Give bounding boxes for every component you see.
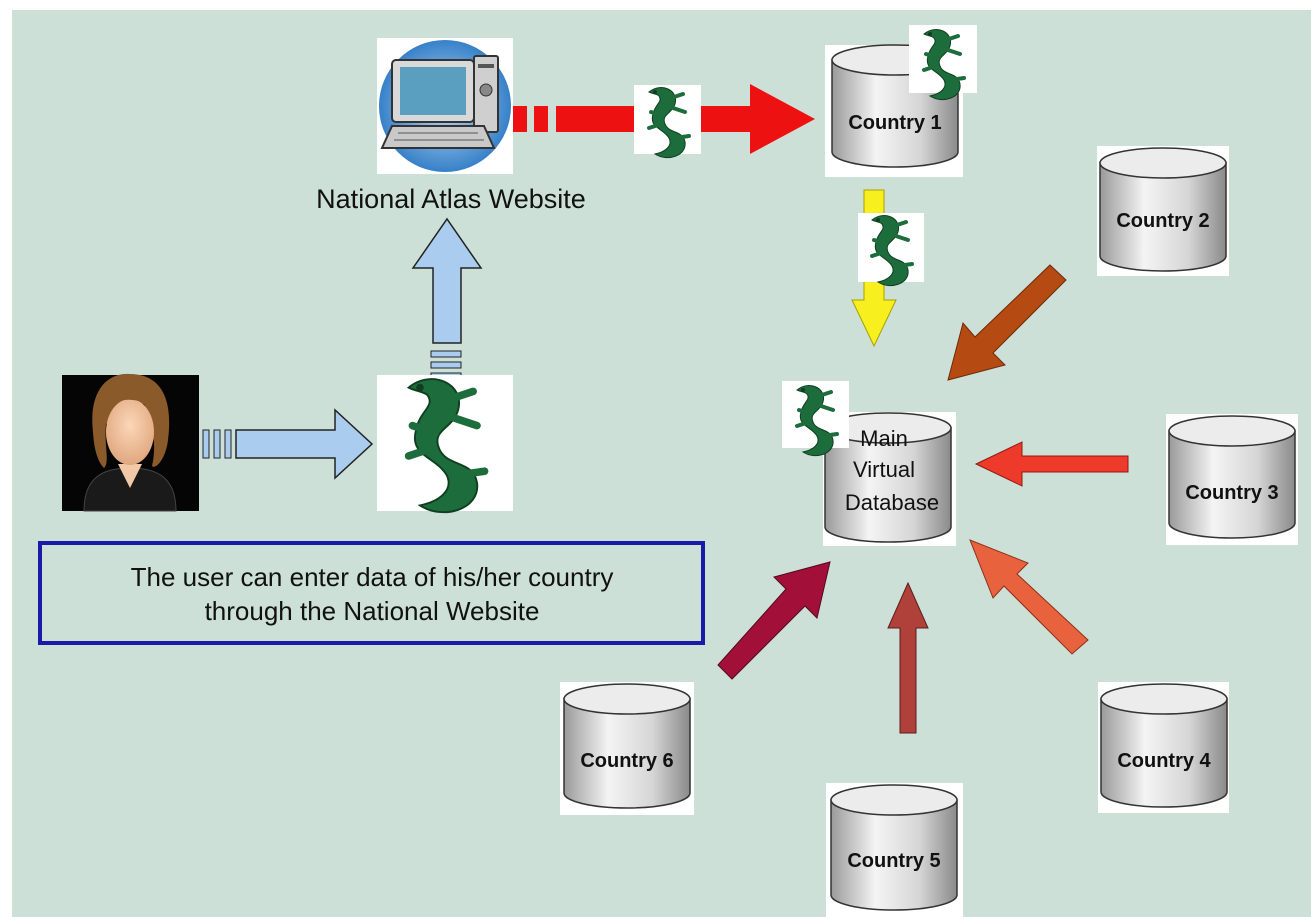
- country-4-database: Country 4: [1098, 682, 1229, 813]
- country-6-database: Country 6: [560, 682, 694, 815]
- sync-lizard-icon: [858, 213, 924, 288]
- country-2-database: Country 2: [1097, 146, 1229, 276]
- computer-icon: [377, 38, 513, 174]
- user-avatar-icon: [62, 373, 199, 512]
- main-db-line-1: Main: [860, 426, 908, 451]
- arrow-country6-to-main: [717, 561, 831, 680]
- arrow-country5-to-main: [887, 581, 929, 734]
- caption-box: The user can enter data of his/her count…: [38, 541, 705, 645]
- country-1-lizard-icon: [909, 25, 977, 102]
- country-3-database: Country 3: [1166, 414, 1298, 545]
- country-6-label: Country 6: [580, 750, 673, 772]
- website-label: National Atlas Website: [316, 184, 586, 214]
- main-db-line-2: Virtual: [853, 457, 915, 482]
- caption-line-1: The user can enter data of his/her count…: [131, 562, 614, 592]
- country-4-label: Country 4: [1117, 750, 1211, 772]
- transfer-lizard-icon: [634, 85, 701, 160]
- arrow-country4-to-main: [969, 539, 1089, 655]
- country-5-label: Country 5: [847, 850, 940, 872]
- country-1-label: Country 1: [848, 112, 941, 134]
- lizard-icon: [377, 375, 513, 512]
- arrow-user-to-gateway: [202, 408, 374, 480]
- country-3-label: Country 3: [1185, 482, 1278, 504]
- main-db-line-3: Database: [845, 490, 939, 515]
- caption-line-2: through the National Website: [205, 596, 540, 626]
- arrow-country2-to-main: [947, 264, 1067, 381]
- country-2-label: Country 2: [1116, 210, 1209, 232]
- country-5-database: Country 5: [826, 783, 963, 917]
- main-db-lizard-icon: [782, 381, 849, 458]
- arrow-country3-to-main: [974, 441, 1129, 487]
